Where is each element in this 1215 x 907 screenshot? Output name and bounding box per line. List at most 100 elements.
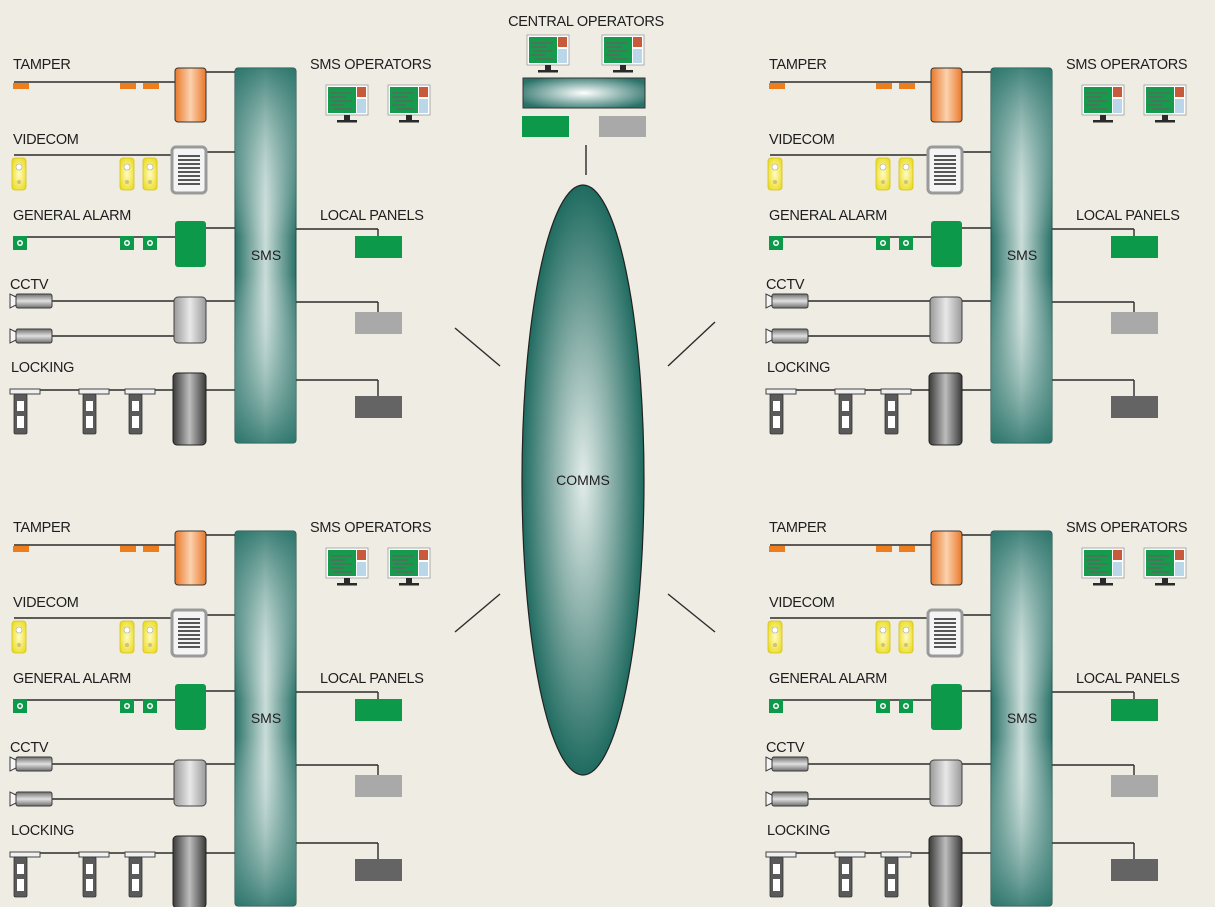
monitor-icon [601, 34, 645, 74]
sms-operators-label: SMS OPERATORS [310, 57, 431, 73]
locking-label: LOCKING [767, 823, 830, 839]
comms-hub: COMMS [521, 184, 645, 776]
door-lock-icon [78, 851, 110, 898]
tamper-controller [174, 530, 207, 586]
intercom-station-icon [119, 620, 135, 654]
tamper-controller [930, 530, 963, 586]
videcom-label: VIDECOM [13, 132, 79, 148]
videcom-controller [170, 608, 208, 658]
tamper-sensor-icon [13, 83, 29, 89]
intercom-station-icon [875, 157, 891, 191]
monitor-icon [1081, 547, 1125, 587]
local-panels-label: LOCAL PANELS [320, 671, 424, 687]
door-lock-icon [9, 851, 41, 898]
intercom-station-icon [119, 157, 135, 191]
monitor-icon [325, 84, 369, 124]
camera-icon [9, 756, 53, 772]
monitor-icon [1143, 84, 1187, 124]
comms-links [454, 145, 716, 633]
alarm-sensor-icon [143, 699, 157, 713]
locking-controller [928, 372, 963, 446]
monitor-icon [526, 34, 570, 74]
locking-controller [172, 835, 207, 907]
sms-operators-label: SMS OPERATORS [1066, 57, 1187, 73]
intercom-station-icon [11, 620, 27, 654]
central-panel-green [522, 116, 569, 137]
central-operator-workstation-1 [526, 34, 570, 74]
intercom-station-icon [898, 620, 914, 654]
camera-icon [9, 328, 53, 344]
intercom-station-icon [875, 620, 891, 654]
local-panel-green [1111, 236, 1158, 258]
sms-server-shade [991, 531, 1052, 906]
tamper-sensor-icon [876, 546, 892, 552]
cctv-label: CCTV [10, 740, 49, 756]
tamper-sensor-icon [899, 546, 915, 552]
tamper-label: TAMPER [769, 57, 827, 73]
cctv-recorder [929, 296, 963, 344]
tamper-sensor-icon [120, 546, 136, 552]
link-bottom-right [667, 593, 716, 633]
alarm-sensor-icon [769, 699, 783, 713]
alarm-sensor-icon [120, 236, 134, 250]
videcom-controller [926, 145, 964, 195]
videcom-label: VIDECOM [769, 595, 835, 611]
tamper-controller [174, 67, 207, 123]
monitor-icon [1143, 547, 1187, 587]
sms-operators-label: SMS OPERATORS [1066, 520, 1187, 536]
door-lock-icon [834, 851, 866, 898]
alarm-sensor-icon [13, 236, 27, 250]
locking-controller [172, 372, 207, 446]
tamper-label: TAMPER [13, 57, 71, 73]
alarm-sensor-icon [899, 699, 913, 713]
cctv-recorder [929, 759, 963, 807]
camera-icon [765, 756, 809, 772]
sms-server-shade [235, 68, 296, 443]
door-lock-icon [124, 851, 156, 898]
alarm-controller [175, 684, 206, 730]
cctv-label: CCTV [766, 740, 805, 756]
local-panel-dark [1111, 859, 1158, 881]
monitor-icon [387, 84, 431, 124]
locking-label: LOCKING [11, 360, 74, 376]
camera-icon [9, 791, 53, 807]
alarm-sensor-icon [876, 236, 890, 250]
locking-label: LOCKING [767, 360, 830, 376]
general-alarm-label: GENERAL ALARM [769, 671, 887, 687]
local-panels-label: LOCAL PANELS [320, 208, 424, 224]
door-lock-icon [765, 388, 797, 435]
link-bottom-left [454, 593, 501, 633]
camera-icon [765, 791, 809, 807]
camera-icon [9, 293, 53, 309]
tamper-sensor-icon [143, 83, 159, 89]
cctv-label: CCTV [766, 277, 805, 293]
alarm-sensor-icon [120, 699, 134, 713]
local-panel-green [1111, 699, 1158, 721]
local-panels-label: LOCAL PANELS [1076, 208, 1180, 224]
camera-icon [765, 293, 809, 309]
local-panel-grey [355, 312, 402, 334]
link-top-left [454, 327, 501, 367]
camera-icon [765, 328, 809, 344]
general-alarm-label: GENERAL ALARM [769, 208, 887, 224]
door-lock-icon [834, 388, 866, 435]
local-panel-dark [355, 859, 402, 881]
sites: TAMPER VIDECOM GENERAL ALARM CCTV LOCKING SMS… [9, 57, 1188, 907]
local-panel-grey [355, 775, 402, 797]
local-panels-label: LOCAL PANELS [1076, 671, 1180, 687]
alarm-sensor-icon [876, 699, 890, 713]
local-panel-green [355, 699, 402, 721]
sms-server-shade [235, 531, 296, 906]
central-operators: CENTRAL OPERATORS [508, 14, 664, 137]
alarm-controller [931, 221, 962, 267]
general-alarm-label: GENERAL ALARM [13, 208, 131, 224]
intercom-station-icon [767, 620, 783, 654]
cctv-recorder [173, 296, 207, 344]
local-panel-green [355, 236, 402, 258]
door-lock-icon [880, 851, 912, 898]
locking-label: LOCKING [11, 823, 74, 839]
